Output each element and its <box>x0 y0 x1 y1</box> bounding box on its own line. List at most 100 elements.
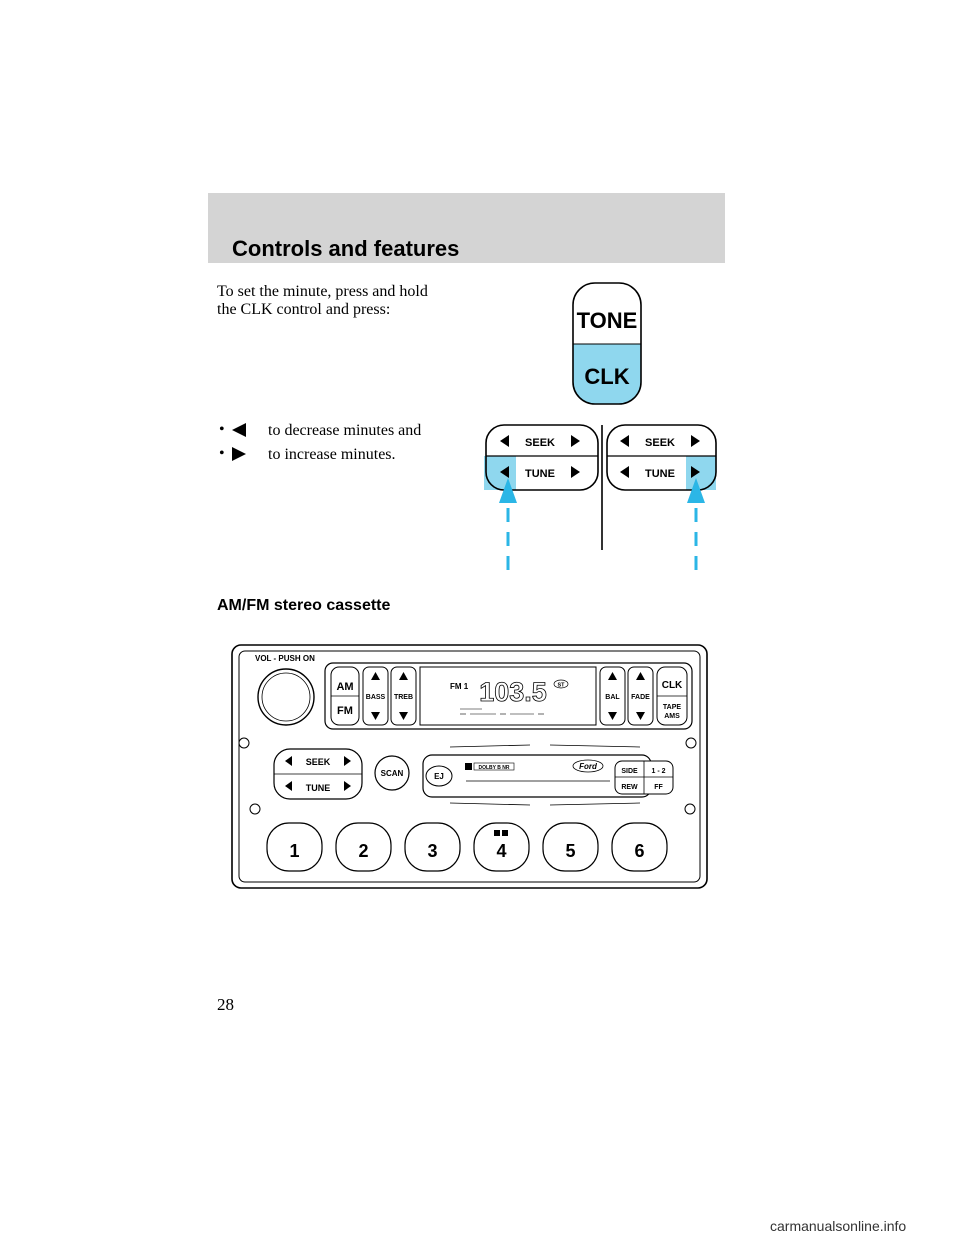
left-arrow-icon <box>500 466 509 478</box>
preset-label: 4 <box>496 841 506 861</box>
one-two-label: 1 - 2 <box>651 768 665 775</box>
up-arrow-icon <box>608 672 617 680</box>
preset-button: 1 <box>266 822 323 872</box>
clk-label: CLK <box>662 680 683 691</box>
clk-tape-button: CLK TAPE AMS <box>656 666 688 726</box>
preset-button: 4 <box>473 822 530 872</box>
bullet-decrease: • to decrease minutes and <box>219 421 421 441</box>
preset-button: 5 <box>542 822 599 872</box>
stereo-indicator <box>553 679 569 689</box>
bullet-increase: • to increase minutes. <box>219 445 396 465</box>
up-arrow-icon <box>371 672 380 680</box>
stereo-label: ST <box>557 683 565 689</box>
screw-hole <box>684 803 696 815</box>
bullet-marker: • <box>219 445 225 462</box>
left-arrow-icon <box>620 466 629 478</box>
scan-label: SCAN <box>381 769 404 778</box>
tune-label: TUNE <box>525 468 555 480</box>
down-arrow-icon <box>636 712 645 720</box>
tape-transport-buttons: SIDE 1 - 2 REW FF <box>614 760 674 795</box>
left-arrow-icon <box>232 423 246 437</box>
fade-label: FADE <box>631 694 650 701</box>
left-arrow-icon <box>285 781 292 791</box>
am-fm-button: AM FM <box>330 666 360 726</box>
radio-illustration: VOL - PUSH ON AM FM BASS TREB FM 1 103.5… <box>231 644 708 889</box>
screw-hole <box>249 803 261 815</box>
screw-hole <box>685 737 697 749</box>
ej-label: EJ <box>434 772 444 781</box>
fm-label: FM <box>337 705 353 717</box>
fade-rocker: FADE <box>627 666 654 726</box>
left-arrow-icon <box>620 435 629 447</box>
ff-label: FF <box>654 784 663 791</box>
treb-label: TREB <box>394 694 413 701</box>
rew-label: REW <box>621 784 638 791</box>
intro-line-1: To set the minute, press and hold <box>217 283 428 300</box>
left-arrow-icon <box>285 756 292 766</box>
preset-button: 2 <box>335 822 392 872</box>
left-arrow-icon <box>500 435 509 447</box>
ford-logo <box>572 759 604 773</box>
bal-label: BAL <box>605 694 620 701</box>
bullet-marker: • <box>219 421 225 438</box>
watermark-link[interactable]: carmanualsonline.info <box>770 1218 907 1234</box>
up-arrow-icon <box>399 672 408 680</box>
tune-label: TUNE <box>306 783 331 793</box>
bullet-increase-text: to increase minutes. <box>268 446 396 463</box>
seek-label: SEEK <box>306 757 331 767</box>
right-arrow-icon <box>691 435 700 447</box>
pointer-arrow-right <box>687 478 705 580</box>
preset-label: 6 <box>634 841 644 861</box>
intro-line-2: the CLK control and press: <box>217 301 391 318</box>
preset-label: 5 <box>565 841 575 861</box>
header-band <box>208 193 725 263</box>
tone-clk-button: TONE CLK <box>572 282 642 405</box>
treb-rocker: TREB <box>390 666 417 726</box>
page-number: 28 <box>217 995 234 1014</box>
right-arrow-icon <box>344 756 351 766</box>
screw-hole <box>238 737 250 749</box>
tune-label: TUNE <box>645 468 675 480</box>
seek-tune-button-left: SEEK TUNE <box>484 424 599 491</box>
bass-label: BASS <box>366 694 386 701</box>
am-label: AM <box>336 681 353 693</box>
preset-label: 3 <box>427 841 437 861</box>
right-arrow-icon <box>571 466 580 478</box>
seek-label: SEEK <box>525 437 555 449</box>
up-arrow-icon <box>636 672 645 680</box>
vol-label: VOL - PUSH ON <box>255 654 315 663</box>
preset-label: 2 <box>358 841 368 861</box>
clk-label: CLK <box>584 364 629 389</box>
volume-knob <box>257 668 315 726</box>
section-title: AM/FM stereo cassette <box>217 597 391 614</box>
radio-inner-frame <box>238 650 701 883</box>
preset-button: 3 <box>404 822 461 872</box>
preset-label: 1 <box>289 841 299 861</box>
right-arrow-icon <box>571 435 580 447</box>
radio-display: FM 1 103.5 ST <box>419 666 597 726</box>
dolby-icon <box>494 830 500 836</box>
pointer-arrow-left <box>499 478 517 580</box>
right-arrow-icon <box>691 466 700 478</box>
bal-rocker: BAL <box>599 666 626 726</box>
seek-label: SEEK <box>645 437 675 449</box>
dolby-icon <box>465 763 472 770</box>
tone-label: TONE <box>577 308 638 333</box>
down-arrow-icon <box>371 712 380 720</box>
ford-logo-text: Ford <box>579 762 598 771</box>
seek-tune-illustration: SEEK TUNE SEEK TUNE <box>484 424 717 580</box>
cassette-slot: EJ DOLBY B NR Ford <box>422 744 652 806</box>
down-arrow-icon <box>608 712 617 720</box>
bullet-decrease-text: to decrease minutes and <box>268 422 422 439</box>
right-arrow-icon <box>344 781 351 791</box>
eject-button <box>425 765 453 787</box>
scan-button: SCAN <box>374 755 410 791</box>
down-arrow-icon <box>399 712 408 720</box>
tape-label: TAPE <box>663 704 681 711</box>
dolby-label: DOLBY B NR <box>478 765 509 771</box>
left-tune-highlight <box>484 456 516 490</box>
side-label: SIDE <box>621 768 638 775</box>
band-indicator: FM 1 <box>450 682 469 691</box>
ams-label: AMS <box>664 713 680 720</box>
preset-button: 6 <box>611 822 668 872</box>
